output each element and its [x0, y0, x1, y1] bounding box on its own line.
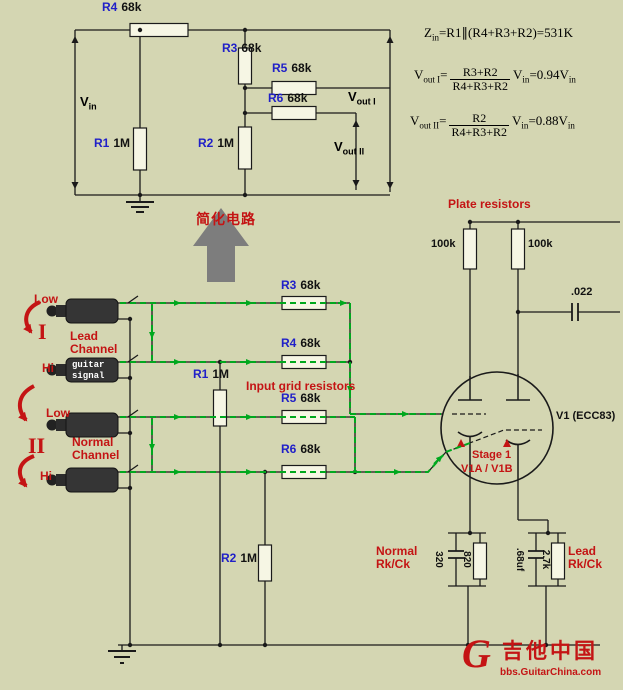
- resistor-r5-top: [271, 80, 317, 96]
- logo-title: 吉他中国: [502, 640, 598, 663]
- jack-lead-low-label: Low: [34, 292, 58, 306]
- plate-resistor-right: [510, 228, 526, 270]
- stage1-label: Stage 1: [472, 449, 512, 461]
- plate-resistor-left: [462, 228, 478, 270]
- junction-dots: [127, 219, 551, 648]
- coupling-cap-value: .022: [571, 286, 593, 298]
- top-circuit-wires: [74, 29, 391, 213]
- logo-g-glyph: G: [462, 631, 491, 676]
- cathode-value-27k: 2.7k: [540, 549, 552, 570]
- cathode-v1a: [457, 431, 483, 438]
- vout1-label: Vout I: [348, 89, 376, 107]
- cathode-value-820: 820: [460, 551, 472, 568]
- resistor-r1-main: [212, 389, 228, 427]
- logo-url: bbs.GuitarChina.com: [500, 667, 602, 678]
- plate-resistors-label: Plate resistors: [448, 197, 531, 211]
- jack-lead-hi-label: Hi: [42, 361, 54, 375]
- cathode-resistor-normal: [472, 542, 488, 580]
- vout2-label: Vout II: [334, 139, 365, 157]
- jack-normal-hi: [46, 467, 119, 493]
- v1ab-label: V1A / V1B: [461, 463, 513, 475]
- plate-r-right-value: 100k: [528, 238, 553, 250]
- ground-symbol-bottom: [108, 650, 136, 664]
- jack-normal-hi-label: Hi: [40, 469, 52, 483]
- simplify-arrow-label: 简化电路: [196, 211, 256, 227]
- red-flow-arrows: [17, 300, 41, 488]
- equation-zin: Zin=R1∥(R4+R3+R2)=531K: [424, 25, 574, 43]
- resistor-r2-main: [257, 544, 273, 582]
- resistor-r1-top: [132, 127, 148, 171]
- simplify-arrow: [193, 208, 249, 282]
- top-circuit-resistors: [129, 22, 317, 171]
- cathode-resistor-lead: [550, 542, 566, 580]
- resistor-r2-top: [237, 126, 253, 170]
- jack-lead-hi: [46, 357, 119, 383]
- red-arrow-1: [23, 300, 41, 334]
- red-arrow-2: [17, 384, 35, 422]
- tube-v1-label: V1 (ECC83): [556, 410, 616, 422]
- resistor-r3-top: [237, 47, 253, 85]
- jack-lead-low: [46, 298, 119, 324]
- jack-normal-low: [46, 412, 119, 438]
- jack-switch-contacts: [127, 295, 139, 473]
- cathode-value-320: 320: [432, 551, 444, 568]
- capacitor-plates: [448, 303, 579, 559]
- cathode-value-68uf: .68uf: [514, 547, 526, 572]
- input-grid-resistors-label: Input grid resistors: [246, 379, 356, 393]
- jack-normal-low-label: Low: [46, 406, 70, 420]
- stage-arrow-right: [503, 439, 511, 447]
- normal-numeral: II: [28, 433, 46, 458]
- resistor-r4-top: [129, 22, 189, 38]
- vin-label: Vin: [80, 94, 97, 112]
- plate-r-left-value: 100k: [431, 238, 456, 250]
- stage-arrow-left: [457, 439, 465, 447]
- resistor-r6-top: [271, 105, 317, 121]
- lead-numeral: I: [38, 319, 47, 344]
- ground-symbol-top: [126, 201, 154, 213]
- top-circuit-arrows: [71, 27, 394, 198]
- red-arrow-3: [17, 454, 35, 488]
- green-signal-path: [120, 300, 471, 475]
